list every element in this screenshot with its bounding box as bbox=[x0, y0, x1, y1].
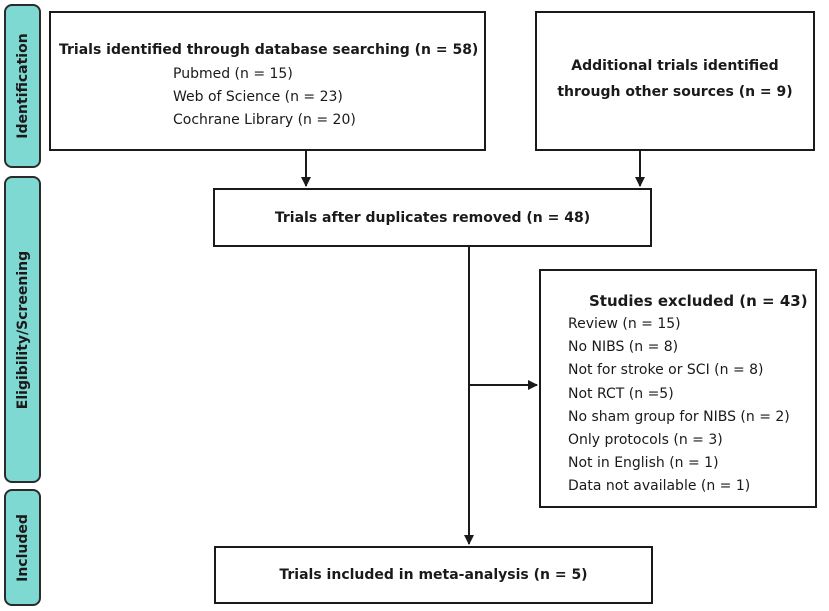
exclusion-reason: Only protocols (n = 3) bbox=[568, 431, 723, 448]
other-sources-box: Additional trials identified through oth… bbox=[535, 11, 815, 151]
exclusion-reason: Data not available (n = 1) bbox=[568, 478, 751, 495]
duplicates-removed-text: Trials after duplicates removed (n = 48) bbox=[274, 209, 591, 226]
database-search-box: Trials identified through database searc… bbox=[49, 11, 486, 151]
studies-excluded-box: Studies excluded (n = 43) Review (n = 15… bbox=[539, 269, 817, 508]
exclusion-reason: No NIBS (n = 8) bbox=[568, 339, 679, 356]
database-search-title: Trials identified through database searc… bbox=[59, 42, 479, 58]
phase-eligibility-screening: Eligibility/Screening bbox=[4, 176, 41, 483]
included-box: Trials included in meta-analysis (n = 5) bbox=[214, 546, 653, 604]
studies-excluded-title: Studies excluded (n = 43) bbox=[589, 292, 808, 310]
other-sources-text: Additional trials identified through oth… bbox=[537, 53, 813, 105]
other-sources-line1: Additional trials identified bbox=[571, 58, 779, 74]
exclusion-reason: Not in English (n = 1) bbox=[568, 455, 719, 472]
other-sources-line2: through other sources (n = 9) bbox=[557, 84, 793, 100]
exclusion-reasons-list: Review (n = 15) No NIBS (n = 8) Not for … bbox=[568, 313, 790, 499]
included-text: Trials included in meta-analysis (n = 5) bbox=[279, 567, 588, 583]
source-web-of-science: Web of Science (n = 23) bbox=[173, 89, 343, 105]
source-pubmed: Pubmed (n = 15) bbox=[173, 66, 293, 82]
exclusion-reason: No sham group for NIBS (n = 2) bbox=[568, 408, 790, 425]
exclusion-reason: Not for stroke or SCI (n = 8) bbox=[568, 362, 764, 379]
phase-included: Included bbox=[4, 489, 41, 606]
phase-identification: Identification bbox=[4, 4, 41, 168]
source-cochrane-library: Cochrane Library (n = 20) bbox=[173, 112, 356, 128]
exclusion-reason: Not RCT (n =5) bbox=[568, 385, 674, 402]
exclusion-reason: Review (n = 15) bbox=[568, 316, 681, 332]
duplicates-removed-box: Trials after duplicates removed (n = 48) bbox=[213, 188, 652, 247]
